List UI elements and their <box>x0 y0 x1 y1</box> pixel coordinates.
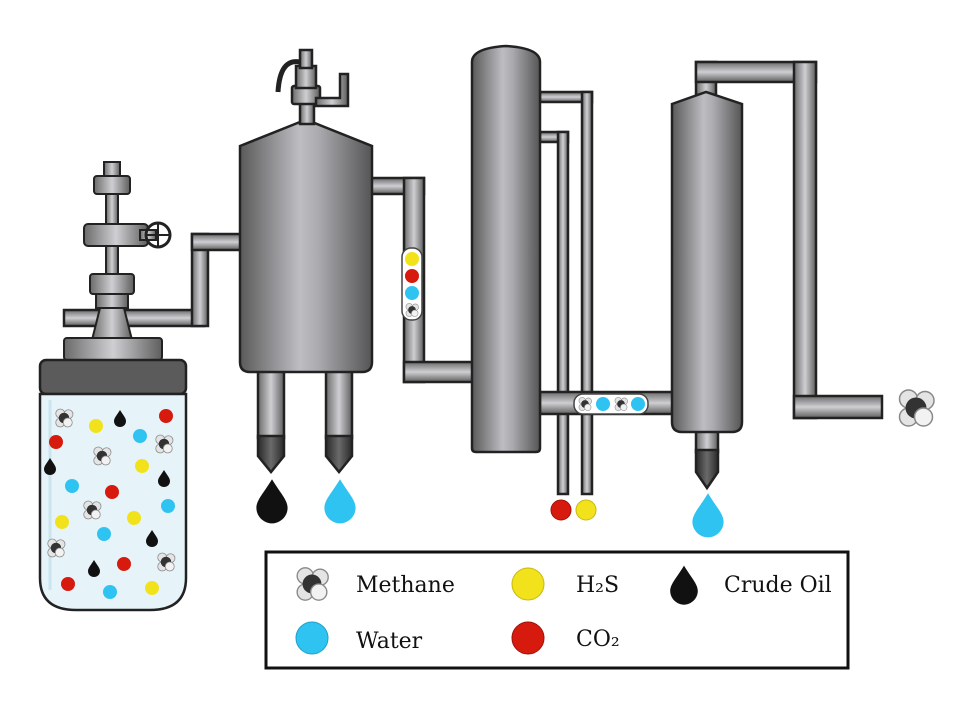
separator-leg-right <box>324 364 354 440</box>
legend-label-methane: Methane <box>356 573 455 598</box>
h2s-molecule-icon <box>89 419 103 433</box>
crude-oil-drop-icon <box>114 410 126 427</box>
crude-oil-drop-icon <box>88 560 100 577</box>
co2-molecule-icon <box>49 435 63 449</box>
co2-molecule-icon <box>405 269 419 283</box>
h2s-molecule-icon <box>135 459 149 473</box>
legend-label-co2: CO₂ <box>576 627 620 652</box>
red-circle-icon <box>511 621 545 655</box>
co2-output-icon <box>550 499 572 521</box>
water-molecule-icon <box>405 286 419 300</box>
water-molecule-icon <box>97 527 111 541</box>
pipe-segment <box>556 130 570 496</box>
yellow-circle-icon <box>511 567 545 601</box>
water-output-drop-icon <box>324 479 356 524</box>
wellhead-valve <box>63 161 172 361</box>
legend-box <box>264 550 850 670</box>
dehydrator-nozzle <box>694 448 720 491</box>
legend-label-water: Water <box>356 629 423 654</box>
separator-leg-left <box>256 364 286 440</box>
crude-oil-drop-icon <box>44 458 56 475</box>
crude-oil-drop-icon <box>158 470 170 487</box>
legend-item-crude-oil: Crude Oil <box>670 565 832 605</box>
outputs <box>256 389 935 538</box>
storage-jar <box>38 358 188 612</box>
separator-shell <box>238 120 374 374</box>
co2-molecule-icon <box>159 409 173 423</box>
separator-vessel <box>238 48 374 474</box>
pipe-segment <box>190 232 244 252</box>
jar-lid <box>38 358 188 396</box>
separator-nozzle-right <box>324 434 354 474</box>
jar-body <box>38 392 188 612</box>
water-molecule-icon <box>161 499 175 513</box>
pipe-segment <box>792 394 884 420</box>
pipe-segment <box>580 90 594 496</box>
co2-molecule-icon <box>105 485 119 499</box>
legend-label-h2s: H₂S <box>576 573 619 598</box>
legend-item-h2s: H₂S <box>511 567 619 601</box>
water-molecule-icon <box>596 397 610 411</box>
dehydrator-vessel <box>670 90 744 491</box>
legend: Methane H₂S Crude Oil Water CO₂ <box>264 550 850 670</box>
blue-circle-icon <box>295 621 329 655</box>
water-molecule-icon <box>133 429 147 443</box>
legend-item-co2: CO₂ <box>511 621 620 655</box>
water-molecule-icon <box>631 397 645 411</box>
methane-output-icon <box>898 389 935 427</box>
water-output-drop-icon-2 <box>692 493 724 538</box>
crude-oil-drop-icon <box>146 530 158 547</box>
legend-label-crude-oil: Crude Oil <box>724 573 832 598</box>
h2s-molecule-icon <box>145 581 159 595</box>
pipe-segment <box>62 308 206 328</box>
co2-molecule-icon <box>117 557 131 571</box>
pipe-segment <box>792 60 818 420</box>
jar-contents <box>44 408 176 599</box>
co2-molecule-icon <box>61 577 75 591</box>
legend-item-water: Water <box>295 621 423 655</box>
horizontal-flow-window <box>573 393 649 415</box>
h2s-molecule-icon <box>405 252 419 266</box>
vertical-flow-window <box>401 247 423 321</box>
water-molecule-icon <box>103 585 117 599</box>
h2s-output-icon <box>575 499 597 521</box>
pipe-segment <box>402 360 478 384</box>
h2s-molecule-icon <box>55 515 69 529</box>
absorber-column <box>470 44 542 454</box>
water-molecule-icon <box>65 479 79 493</box>
separator-nozzle-left <box>256 434 286 474</box>
h2s-molecule-icon <box>127 511 141 525</box>
crude-oil-output-drop-icon <box>256 479 288 524</box>
legend-item-methane: Methane <box>296 567 455 601</box>
